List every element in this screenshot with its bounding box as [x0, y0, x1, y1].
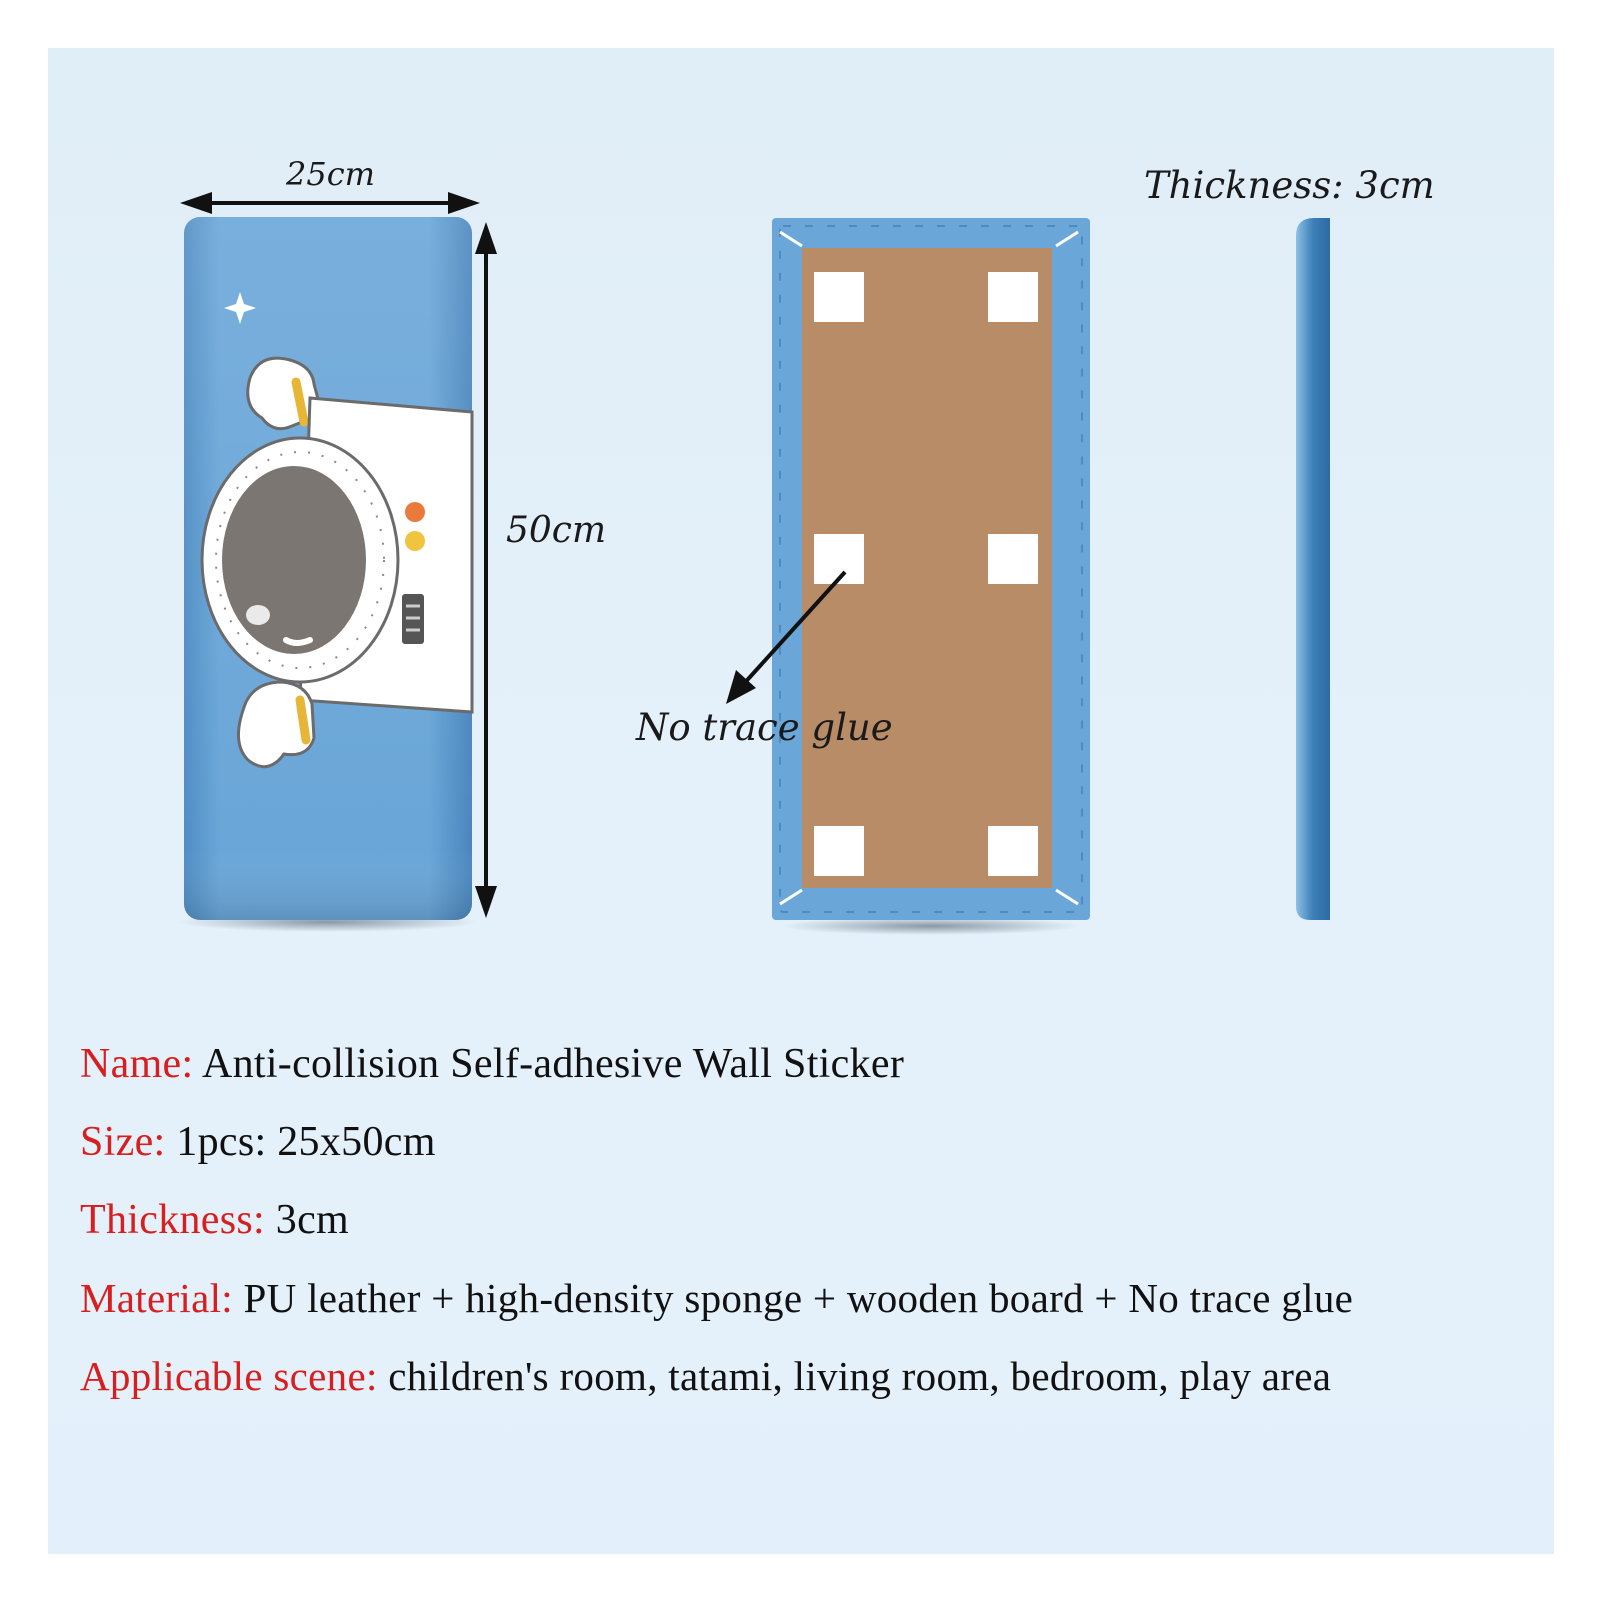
- adhesive-pad-icon: [814, 826, 864, 876]
- star-icon: [224, 292, 256, 324]
- spec-value: Anti-collision Self-adhesive Wall Sticke…: [201, 1041, 905, 1087]
- width-label: 25cm: [286, 155, 375, 193]
- arrow-icon: [726, 570, 847, 704]
- spec-key: Size:: [80, 1119, 166, 1165]
- adhesive-pad-icon: [988, 272, 1038, 322]
- spec-key: Thickness:: [80, 1197, 265, 1243]
- spec-value: PU leather + high-density sponge + woode…: [243, 1275, 1354, 1321]
- no-trace-glue-label: No trace glue: [636, 706, 893, 749]
- spec-key: Applicable scene:: [80, 1353, 378, 1399]
- back-panel: [772, 218, 1090, 935]
- spec-size: Size: 1pcs: 25x50cm: [80, 1118, 436, 1166]
- adhesive-pad-icon: [814, 272, 864, 322]
- height-label: 50cm: [506, 510, 607, 551]
- spec-value: 1pcs: 25x50cm: [176, 1119, 436, 1165]
- front-panel: [177, 217, 477, 932]
- spec-value: 3cm: [275, 1197, 349, 1243]
- spec-scene: Applicable scene: children's room, tatam…: [80, 1352, 1331, 1400]
- adhesive-pad-icon: [988, 826, 1038, 876]
- spec-key: Name:: [80, 1041, 194, 1087]
- side-view: [1296, 218, 1330, 920]
- spec-name: Name: Anti-collision Self-adhesive Wall …: [80, 1040, 904, 1088]
- spec-value: children's room, tatami, living room, be…: [388, 1353, 1332, 1399]
- astronaut-illustration: [200, 356, 474, 769]
- spec-key: Material:: [80, 1275, 233, 1321]
- width-dimension-arrow: [180, 192, 480, 214]
- adhesive-pad-icon: [988, 534, 1038, 584]
- spec-thickness: Thickness: 3cm: [80, 1196, 349, 1244]
- spec-material: Material: PU leather + high-density spon…: [80, 1274, 1353, 1322]
- thickness-label: Thickness: 3cm: [1144, 164, 1435, 207]
- height-dimension-arrow: [475, 222, 497, 918]
